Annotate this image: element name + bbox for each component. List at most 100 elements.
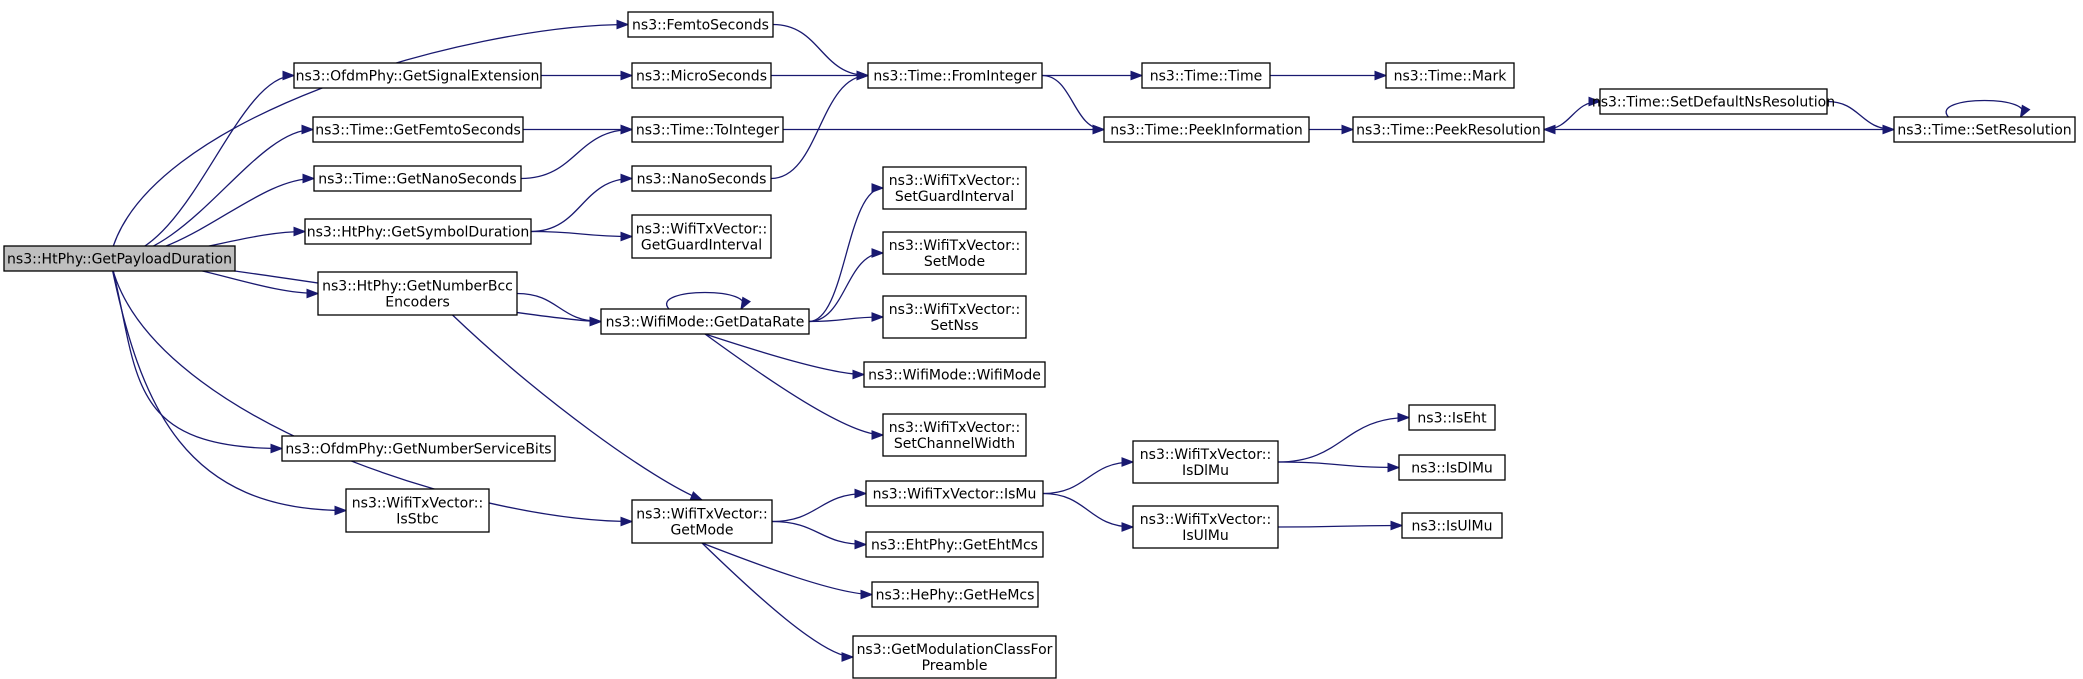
graph-node[interactable]: ns3::WifiTxVector::IsStbc bbox=[345, 488, 490, 533]
node-label: ns3::Time::SetResolution bbox=[1897, 123, 2071, 139]
node-box bbox=[3, 245, 236, 272]
graph-node[interactable]: ns3::Time::PeekResolution bbox=[1352, 116, 1545, 143]
call-edge bbox=[701, 542, 854, 658]
edge-arrow bbox=[620, 516, 634, 527]
call-edge bbox=[770, 74, 869, 180]
call-edge bbox=[1042, 461, 1134, 495]
node-label: ns3::WifiTxVector:: bbox=[1140, 512, 1271, 528]
graph-node[interactable]: ns3::WifiMode::GetDataRate bbox=[600, 308, 810, 335]
node-label: SetChannelWidth bbox=[894, 436, 1015, 452]
graph-node[interactable]: ns3::OfdmPhy::GetSignalExtension bbox=[293, 62, 542, 89]
edge-arrow bbox=[334, 505, 348, 516]
call-edge bbox=[1041, 74, 1105, 131]
graph-node[interactable]: ns3::WifiTxVector::SetChannelWidth bbox=[882, 413, 1027, 457]
edge-arrow bbox=[1397, 412, 1411, 423]
graph-node[interactable]: ns3::FemtoSeconds bbox=[627, 11, 774, 38]
node-label: IsUlMu bbox=[1182, 528, 1229, 544]
graph-node[interactable]: ns3::WifiTxVector::IsMu bbox=[865, 480, 1044, 507]
edge-arrow bbox=[854, 539, 868, 550]
edge-arrow bbox=[270, 443, 284, 454]
node-label: ns3::WifiTxVector:: bbox=[352, 496, 483, 512]
edge-arrow bbox=[620, 231, 634, 242]
graph-node[interactable]: ns3::Time::GetNanoSeconds bbox=[313, 165, 522, 192]
graph-node[interactable]: ns3::Time::SetDefaultNsResolution bbox=[1592, 88, 1835, 115]
graph-node[interactable]: ns3::Time::PeekInformation bbox=[1103, 116, 1310, 143]
graph-node[interactable]: ns3::WifiTxVector::GetMode bbox=[631, 499, 773, 544]
node-label: ns3::WifiTxVector:: bbox=[889, 173, 1020, 189]
node-box bbox=[871, 581, 1039, 608]
call-edge bbox=[109, 128, 314, 259]
node-box bbox=[867, 62, 1043, 89]
call-edge bbox=[771, 520, 867, 546]
graph-node[interactable]: ns3::MicroSeconds bbox=[631, 62, 772, 89]
call-edge bbox=[1277, 416, 1410, 463]
graph-node[interactable]: ns3::WifiTxVector::IsUlMu bbox=[1132, 505, 1279, 549]
node-label: ns3::NanoSeconds bbox=[637, 172, 767, 188]
node-label: ns3::Time::FromInteger bbox=[873, 69, 1036, 85]
edge-arrow bbox=[689, 491, 704, 501]
graph-node[interactable]: ns3::NanoSeconds bbox=[631, 165, 772, 192]
graph-node[interactable]: ns3::WifiTxVector::GetGuardInterval bbox=[631, 214, 772, 259]
node-box bbox=[627, 11, 774, 38]
graph-node[interactable]: ns3::IsUlMu bbox=[1401, 512, 1503, 539]
node-label: ns3::HtPhy::GetPayloadDuration bbox=[7, 252, 232, 268]
graph-node[interactable]: ns3::HtPhy::GetSymbolDuration bbox=[304, 218, 532, 245]
graph-node[interactable]: ns3::WifiTxVector::SetGuardInterval bbox=[882, 166, 1027, 210]
graph-node[interactable]: ns3::WifiMode::WifiMode bbox=[863, 361, 1046, 388]
node-box bbox=[882, 231, 1027, 275]
node-label: GetMode bbox=[670, 523, 733, 539]
node-label: GetGuardInterval bbox=[641, 238, 762, 254]
node-label: ns3::Time::GetNanoSeconds bbox=[318, 172, 516, 188]
node-label: SetNss bbox=[930, 318, 978, 334]
edge-arrow bbox=[620, 124, 634, 135]
graph-node[interactable]: ns3::Time::GetFemtoSeconds bbox=[312, 116, 524, 143]
node-box bbox=[852, 635, 1057, 679]
edge-arrow bbox=[1390, 520, 1404, 531]
call-edge bbox=[771, 492, 867, 523]
node-label: ns3::WifiMode::GetDataRate bbox=[606, 315, 805, 331]
call-edge bbox=[109, 257, 347, 512]
graph-node[interactable]: ns3::Time::Time bbox=[1141, 62, 1271, 89]
edge-arrow bbox=[871, 312, 885, 322]
edge-arrow bbox=[306, 288, 320, 299]
graph-node[interactable]: ns3::Time::SetResolution bbox=[1893, 116, 2076, 143]
node-label: Preamble bbox=[922, 658, 988, 674]
graph-node[interactable]: ns3::Time::ToInteger bbox=[631, 116, 784, 143]
graph-node[interactable]: ns3::IsDlMu bbox=[1398, 454, 1506, 481]
node-label: ns3::HePhy::GetHeMcs bbox=[876, 588, 1035, 604]
graph-node[interactable]: ns3::EhtPhy::GetEhtMcs bbox=[865, 531, 1044, 558]
node-label: IsStbc bbox=[396, 512, 438, 528]
graph-node[interactable]: ns3::IsEht bbox=[1408, 404, 1496, 431]
node-box bbox=[345, 488, 490, 533]
node-box bbox=[1132, 505, 1279, 549]
graph-node[interactable]: ns3::HePhy::GetHeMcs bbox=[871, 581, 1039, 608]
node-label: ns3::EhtPhy::GetEhtMcs bbox=[871, 538, 1038, 554]
node-label: ns3::WifiTxVector:: bbox=[1140, 447, 1271, 463]
graph-node[interactable]: ns3::WifiTxVector::IsDlMu bbox=[1132, 440, 1279, 484]
node-label: ns3::OfdmPhy::GetNumberServiceBits bbox=[285, 442, 551, 458]
node-label: ns3::Time::SetDefaultNsResolution bbox=[1592, 95, 1835, 111]
graph-node[interactable]: ns3::Time::Mark bbox=[1385, 62, 1515, 89]
node-label: ns3::Time::ToInteger bbox=[636, 123, 780, 139]
edge-arrow bbox=[293, 226, 307, 237]
node-label: ns3::WifiTxVector:: bbox=[636, 222, 767, 238]
graph-node[interactable]: ns3::OfdmPhy::GetNumberServiceBits bbox=[281, 435, 556, 462]
node-box bbox=[1385, 62, 1515, 89]
graph-node[interactable]: ns3::WifiTxVector::SetMode bbox=[882, 231, 1027, 275]
edge-arrow bbox=[1588, 96, 1602, 107]
graph-node[interactable]: ns3::HtPhy::GetPayloadDuration bbox=[3, 245, 236, 272]
edge-arrow bbox=[860, 589, 874, 600]
node-label: ns3::WifiTxVector:: bbox=[889, 420, 1020, 436]
edge-arrow bbox=[854, 488, 868, 499]
graph-node[interactable]: ns3::Time::FromInteger bbox=[867, 62, 1043, 89]
edge-arrow bbox=[620, 173, 634, 184]
node-box bbox=[631, 499, 773, 544]
call-nodes: ns3::HtPhy::GetPayloadDuration ns3::Femto… bbox=[3, 11, 2076, 679]
edge-arrow bbox=[1130, 70, 1144, 81]
node-box bbox=[1103, 116, 1310, 143]
edge-arrow bbox=[2019, 104, 2031, 119]
graph-node[interactable]: ns3::WifiTxVector::SetNss bbox=[882, 295, 1027, 339]
